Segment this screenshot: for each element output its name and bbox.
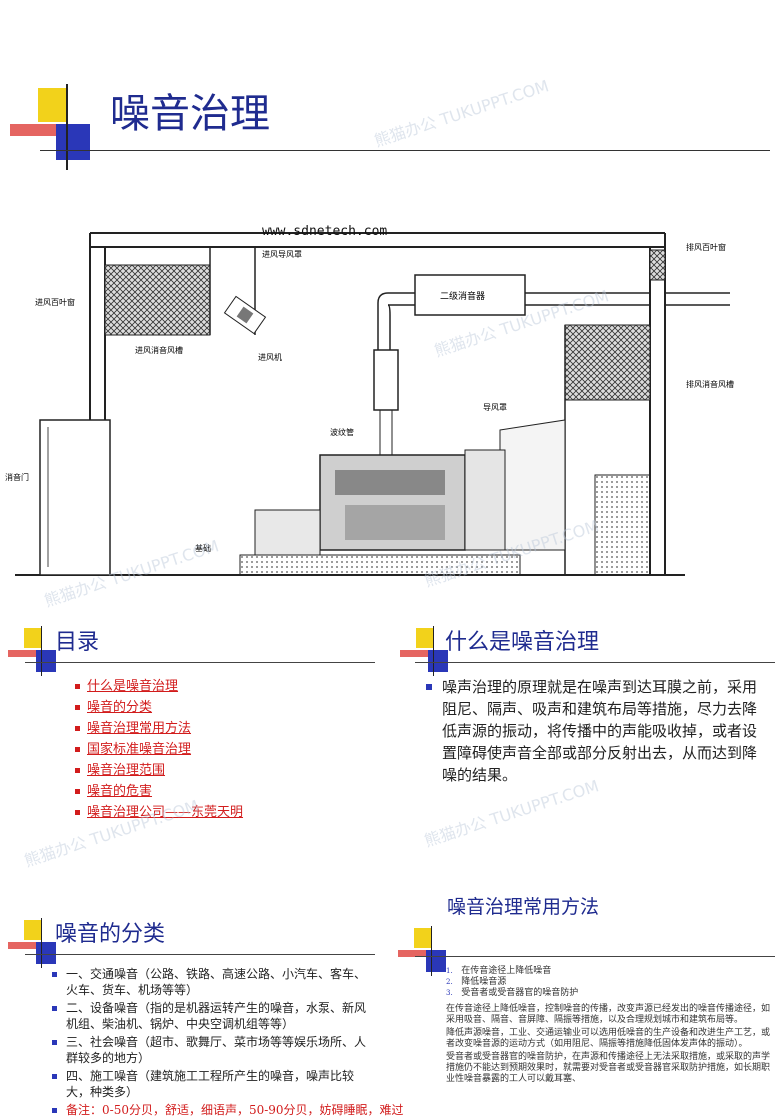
list-item: 三、社会噪音（超市、歌舞厅、菜市场等等娱乐场所、人群较多的地方） xyxy=(52,1034,372,1066)
slide-what-is: 什么是噪音治理 噪声治理的原理就是在噪声到达耳膜之前，采用阻尼、隔声、吸声和建筑… xyxy=(390,618,780,868)
label-intake-hood: 进风导风罩 xyxy=(262,250,302,259)
list-item: 二、设备噪音（指的是机器运转产生的噪音，水泵、新风机组、柴油机、锅炉、中央空调机… xyxy=(52,1000,372,1032)
toc-item[interactable]: 国家标准噪音治理 xyxy=(75,739,243,760)
toc-item[interactable]: 噪音治理常用方法 xyxy=(75,718,243,739)
toc-list: 什么是噪音治理 噪音的分类 噪音治理常用方法 国家标准噪音治理 噪音治理范围 噪… xyxy=(75,676,243,823)
label-secondary-silencer: 二级消音器 xyxy=(440,290,485,302)
corner-decoration xyxy=(8,626,68,678)
slide-1: 噪音治理 xyxy=(5,84,770,576)
title-underline xyxy=(415,662,775,663)
numbered-list: 1. 在传音途径上降低噪音 2. 降低噪音源 3. 受音者或受音器官的噪音防护 xyxy=(446,966,766,999)
label-guide-hood: 导风罩 xyxy=(483,403,507,412)
body-paragraph: 噪声治理的原理就是在噪声到达耳膜之前，采用阻尼、隔声、吸声和建筑布局等措施，尽力… xyxy=(426,676,757,786)
corner-decoration xyxy=(400,626,460,678)
list-item: 3. 受音者或受音器官的噪音防护 xyxy=(446,988,579,998)
title-underline xyxy=(25,954,375,955)
label-exhaust-louver: 排风百叶窗 xyxy=(686,242,726,252)
diagram-website: www.sdnetech.com xyxy=(262,224,387,239)
toc-item[interactable]: 噪音治理公司——东莞天明 xyxy=(75,802,243,823)
slide-title: 噪音治理常用方法 xyxy=(447,896,600,918)
methods-paragraphs: 在传音途径上降低噪音，控制噪音的传播，改变声源已经发出的噪音传播途径，如采用吸音… xyxy=(446,1004,770,1102)
generator-room-diagram: www.sdnetech.com 进风导风罩 进风百叶窗 进风消音风槽 进风机 … xyxy=(5,224,734,576)
slide-methods: 噪音治理常用方法 1. 在传音途径上降低噪音 2. 降低噪音源 3. 受音者或受… xyxy=(390,880,780,1102)
slide-classification: 噪音的分类 一、交通噪音（公路、铁路、高速公路、小汽车、客车、火车、货车、机场等… xyxy=(0,910,404,1117)
slide-title: 目录 xyxy=(55,630,100,655)
paragraph: 降低声源噪音，工业、交通运输业可以选用低噪音的生产设备和改进生产工艺，或者改变噪… xyxy=(446,1028,771,1049)
toc-item[interactable]: 噪音的分类 xyxy=(75,697,243,718)
label-intake-silencer-duct: 进风消音风槽 xyxy=(135,345,183,355)
list-item: 一、交通噪音（公路、铁路、高速公路、小汽车、客车、火车、货车、机场等等） xyxy=(52,966,372,998)
list-item: 1. 在传音途径上降低噪音 xyxy=(446,966,552,976)
label-bellows: 波纹管 xyxy=(330,427,354,437)
title-underline xyxy=(40,150,770,151)
classification-list: 一、交通噪音（公路、铁路、高速公路、小汽车、客车、火车、货车、机场等等） 二、设… xyxy=(52,966,404,1120)
slide-title: 噪音治理 xyxy=(110,91,270,137)
corner-decoration xyxy=(398,926,458,978)
corner-decoration xyxy=(10,84,105,170)
bullet-icon xyxy=(426,684,432,690)
list-item: 四、施工噪音（建筑施工工程所产生的噪音，噪声比较大，种类多） xyxy=(52,1068,372,1100)
list-item: 备注：0-50分贝，舒适，细语声，50-90分贝，妨碍睡眠，难过 xyxy=(52,1102,404,1118)
list-item: 2. 降低噪音源 xyxy=(446,977,507,987)
slide-title: 噪音的分类 xyxy=(55,922,166,947)
toc-item[interactable]: 什么是噪音治理 xyxy=(75,676,243,697)
toc-item[interactable]: 噪音的危害 xyxy=(75,781,243,802)
title-underline xyxy=(415,956,775,957)
label-intake-louver: 进风百叶窗 xyxy=(35,297,75,307)
paragraph: 在传音途径上降低噪音，控制噪音的传播，改变声源已经发出的噪音传播途径，如采用吸音… xyxy=(446,1004,771,1025)
label-exhaust-silencer-duct: 排风消音风槽 xyxy=(686,379,734,389)
label-foundation: 基础 xyxy=(195,543,211,553)
slide-toc: 目录 什么是噪音治理 噪音的分类 噪音治理常用方法 国家标准噪音治理 噪音治理范… xyxy=(0,618,390,868)
corner-decoration xyxy=(8,918,68,970)
paragraph: 受音者或受音器官的噪音防护，在声源和传播途径上无法采取措施，或采取的声学措施仍不… xyxy=(446,1052,771,1084)
label-intake-fan: 进风机 xyxy=(258,352,282,362)
toc-item[interactable]: 噪音治理范围 xyxy=(75,760,243,781)
label-sound-door: 消音门 xyxy=(5,472,29,482)
title-underline xyxy=(25,662,375,663)
slide-title: 什么是噪音治理 xyxy=(445,630,600,655)
